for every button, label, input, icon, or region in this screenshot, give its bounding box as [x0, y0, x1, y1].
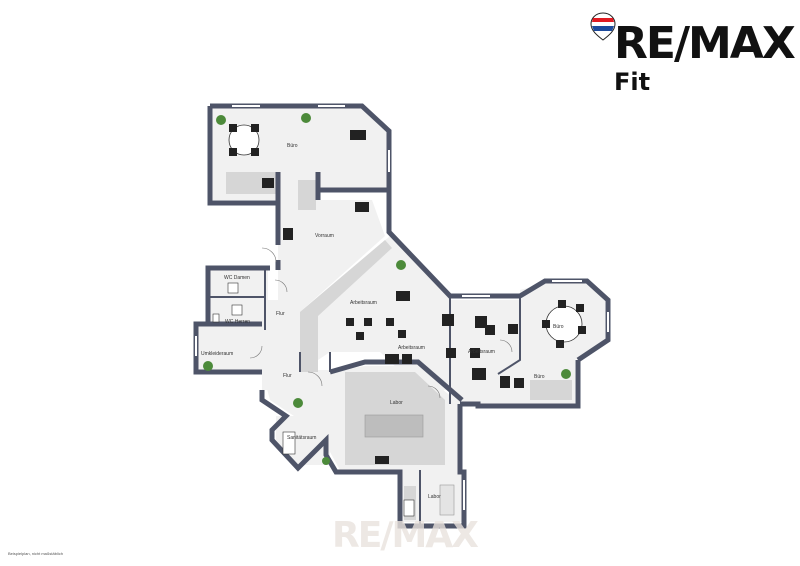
- kitchen-island: [364, 414, 424, 438]
- room-labels: Büro Vorraum WC Damen WC Herren Flur Umk…: [201, 143, 564, 500]
- label-labor-2: Labor: [428, 494, 441, 500]
- label-wc-damen: WC Damen: [224, 275, 250, 281]
- round-table: [228, 124, 260, 156]
- label-buero-rund: Büro: [553, 324, 564, 330]
- desk: [350, 130, 366, 140]
- label-sanitaetsraum: Sanitätsraum: [287, 435, 316, 441]
- doors: [249, 247, 513, 399]
- furniture: [212, 124, 586, 517]
- label-arbeitsraum-1: Arbeitsraum: [350, 300, 377, 306]
- brand-office: Fit: [614, 68, 651, 96]
- balloon-icon: [590, 12, 616, 41]
- plants: [203, 113, 571, 465]
- label-umkleideraum: Umkleideraum: [201, 351, 233, 357]
- brand-wordmark: RE/MAX: [614, 18, 796, 69]
- label-wc-herren: WC Herren: [225, 319, 250, 325]
- disclaimer: Beispielplan, nicht maßstäblich: [8, 551, 63, 556]
- remax-logo: RE/MAX Fit: [586, 10, 796, 100]
- label-arbeitsraum-2: Arbeitsraum: [398, 345, 425, 351]
- label-labor-1: Labor: [390, 400, 403, 406]
- label-vorraum: Vorraum: [315, 233, 334, 239]
- windows: [195, 105, 609, 510]
- label-flur-1: Flur: [276, 311, 285, 317]
- label-arbeitsraum-3: Arbeitsraum: [468, 349, 495, 355]
- watermark: RE/MAX: [332, 515, 479, 556]
- label-flur-2: Flur: [283, 373, 292, 379]
- label-buero-oben: Büro: [287, 143, 298, 149]
- label-buero-rechts: Büro: [534, 374, 545, 380]
